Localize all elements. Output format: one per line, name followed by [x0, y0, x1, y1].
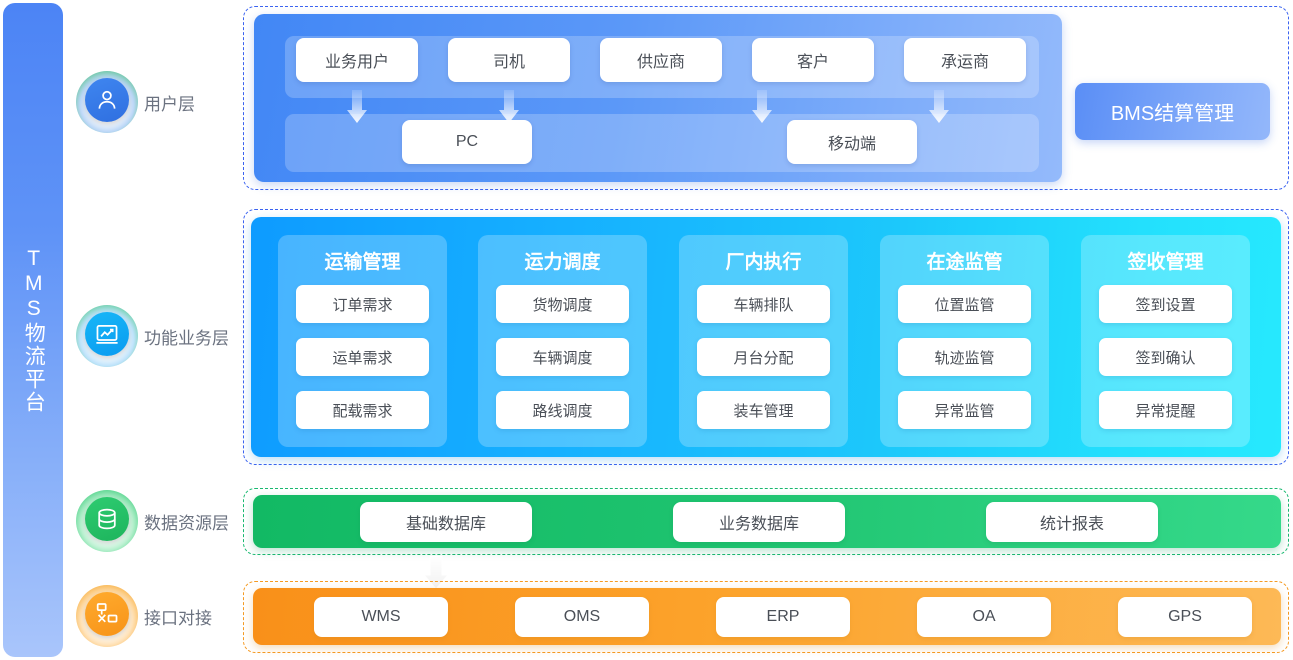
- function-item[interactable]: 签到设置: [1099, 285, 1232, 323]
- user-icon: [98, 90, 116, 109]
- flow-arrow-1: [497, 90, 521, 124]
- api-chip-4[interactable]: GPS: [1118, 597, 1252, 637]
- function-item[interactable]: 车辆调度: [496, 338, 629, 376]
- function-column-1: 运力调度 货物调度 车辆调度 路线调度: [478, 235, 647, 447]
- api-layer-badge: [76, 585, 138, 647]
- layer-label-function: 功能业务层: [144, 328, 229, 348]
- function-item[interactable]: 运单需求: [296, 338, 429, 376]
- terminal-label: 移动端: [827, 136, 876, 153]
- function-layer-frame: [243, 209, 1289, 465]
- api-chip-2[interactable]: ERP: [716, 597, 850, 637]
- data-chip-label: 业务数据库: [718, 516, 799, 533]
- layer-label-user: 用户层: [144, 94, 195, 114]
- function-column-title: 运输管理: [324, 252, 401, 273]
- flow-arrow-0: [345, 90, 369, 124]
- role-chip-1[interactable]: 司机: [448, 38, 570, 82]
- data-to-api-arrow: [421, 556, 451, 590]
- role-chip-2[interactable]: 供应商: [600, 38, 722, 82]
- terminal-label: PC: [455, 133, 479, 150]
- badge-disc: [85, 592, 129, 636]
- api-chip-label: OMS: [563, 608, 601, 625]
- function-column-0: 运输管理 订单需求 运单需求 配载需求: [278, 235, 447, 447]
- api-chip-1[interactable]: OMS: [515, 597, 649, 637]
- function-item[interactable]: 装车管理: [697, 391, 830, 429]
- function-column-2: 厂内执行 车辆排队 月台分配 装车管理: [679, 235, 848, 447]
- function-item[interactable]: 车辆排队: [697, 285, 830, 323]
- layer-tag-api: 接口对接: [76, 585, 212, 647]
- layer-tag-data: 数据资源层: [76, 490, 229, 552]
- data-layer-frame: [243, 488, 1289, 555]
- function-layer-panel: 运输管理 订单需求 运单需求 配载需求 运力调度 货物调度 车辆调度 路线调度 …: [251, 217, 1281, 457]
- function-item[interactable]: 签到确认: [1099, 338, 1232, 376]
- function-item[interactable]: 货物调度: [496, 285, 629, 323]
- function-column-3: 在途监管 位置监管 轨迹监管 异常监管: [880, 235, 1049, 447]
- api-chip-label: ERP: [766, 608, 800, 625]
- layer-label-data: 数据资源层: [144, 513, 229, 533]
- user-layer-frame: [243, 6, 1289, 190]
- function-layer-badge: [76, 305, 138, 367]
- function-item[interactable]: 订单需求: [296, 285, 429, 323]
- api-layer-frame: [243, 581, 1289, 653]
- role-chip-0[interactable]: 业务用户: [296, 38, 418, 82]
- layer-tag-user: 用户层: [76, 71, 195, 133]
- function-column-title: 厂内执行: [725, 252, 802, 273]
- role-label: 承运商: [940, 54, 989, 71]
- api-chip-label: GPS: [1168, 608, 1202, 625]
- data-chip-label: 统计报表: [1039, 516, 1104, 533]
- bms-settlement-card[interactable]: BMS结算管理: [1075, 83, 1270, 140]
- function-column-title: 签收管理: [1127, 252, 1204, 273]
- role-label: 供应商: [636, 54, 685, 71]
- chart-icon: [96, 325, 118, 344]
- function-column-4: 签收管理 签到设置 签到确认 异常提醒: [1081, 235, 1250, 447]
- function-column-title: 运力调度: [524, 252, 601, 273]
- database-icon: [98, 508, 116, 530]
- function-column-title: 在途监管: [926, 252, 1003, 273]
- data-chip-label: 基础数据库: [405, 516, 486, 533]
- user-layer-panel: 业务用户 司机 供应商 客户 承运商 PC 移动端: [254, 14, 1062, 182]
- function-item[interactable]: 月台分配: [697, 338, 830, 376]
- function-item[interactable]: 异常提醒: [1099, 391, 1232, 429]
- badge-disc: [85, 312, 129, 356]
- function-item[interactable]: 路线调度: [496, 391, 629, 429]
- badge-disc: [85, 78, 129, 122]
- api-chip-0[interactable]: WMS: [314, 597, 448, 637]
- data-layer-badge: [76, 490, 138, 552]
- platform-title-bar: TMS物流平台: [3, 3, 63, 657]
- badge-disc: [85, 497, 129, 541]
- role-label: 司机: [492, 54, 525, 71]
- platform-title: TMS物流平台: [22, 246, 46, 414]
- terminal-chip-pc[interactable]: PC: [402, 120, 532, 164]
- function-item[interactable]: 位置监管: [898, 285, 1031, 323]
- flow-arrow-3: [927, 90, 951, 124]
- bms-label: BMS结算管理: [1110, 103, 1235, 125]
- role-chip-3[interactable]: 客户: [752, 38, 874, 82]
- layer-tag-function: 功能业务层: [76, 305, 229, 367]
- data-chip-0[interactable]: 基础数据库: [360, 502, 532, 542]
- role-chip-4[interactable]: 承运商: [904, 38, 1026, 82]
- api-chip-label: OA: [972, 608, 996, 625]
- user-layer-badge: [76, 71, 138, 133]
- api-chip-label: WMS: [361, 608, 401, 625]
- data-chip-1[interactable]: 业务数据库: [673, 502, 845, 542]
- api-layer-bar: WMS OMS ERP OA GPS: [253, 588, 1281, 645]
- role-label: 客户: [796, 54, 829, 71]
- function-item[interactable]: 异常监管: [898, 391, 1031, 429]
- api-chip-3[interactable]: OA: [917, 597, 1051, 637]
- function-item[interactable]: 配载需求: [296, 391, 429, 429]
- data-chip-2[interactable]: 统计报表: [986, 502, 1158, 542]
- flow-arrow-2: [750, 90, 774, 124]
- user-terminals-row: [285, 114, 1039, 172]
- interface-icon: [96, 603, 118, 623]
- function-item[interactable]: 轨迹监管: [898, 338, 1031, 376]
- layer-label-api: 接口对接: [144, 608, 212, 628]
- role-label: 业务用户: [324, 54, 389, 71]
- terminal-chip-mobile[interactable]: 移动端: [787, 120, 917, 164]
- data-layer-bar: 基础数据库 业务数据库 统计报表: [253, 495, 1281, 548]
